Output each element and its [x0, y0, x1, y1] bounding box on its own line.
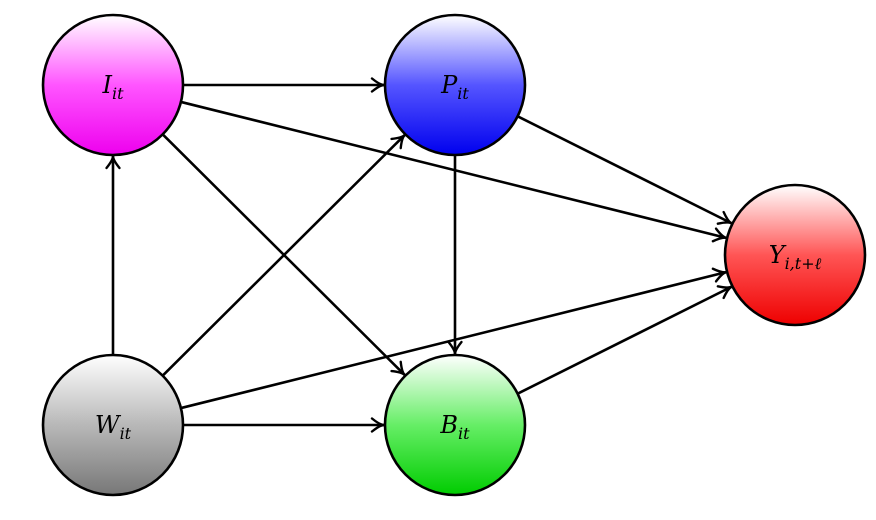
node-y: Yi,t+ℓ: [723, 183, 867, 327]
node-label-subscript: it: [112, 84, 124, 103]
node-circle: [41, 13, 185, 157]
node-w: Wit: [41, 353, 185, 497]
node-label-main: B: [439, 411, 458, 439]
edges-layer: [105, 77, 733, 433]
node-label-subscript: it: [458, 424, 470, 443]
node-label-subscript: it: [120, 424, 132, 443]
node-label-main: W: [95, 411, 122, 439]
node-label: Iit: [101, 71, 124, 103]
node-label: Wit: [95, 411, 132, 443]
node-label-subscript: i,t+ℓ: [785, 254, 822, 273]
node-label-subscript: it: [457, 84, 469, 103]
edge-i-to-p: [181, 77, 386, 93]
node-label: Yi,t+ℓ: [769, 241, 822, 273]
node-circle: [383, 353, 527, 497]
node-i: Iit: [41, 13, 185, 157]
node-label-main: I: [101, 71, 112, 99]
edge-p-to-y: [516, 115, 733, 225]
node-label: Bit: [439, 411, 470, 443]
node-label-main: Y: [769, 241, 787, 269]
node-label: Pit: [440, 71, 469, 103]
edge-w-to-i: [105, 154, 121, 357]
edge-b-to-y: [516, 285, 733, 395]
node-circle: [41, 353, 185, 497]
node-label-main: P: [440, 71, 458, 99]
edge-w-to-b: [181, 417, 386, 433]
node-p: Pit: [383, 13, 527, 157]
node-circle: [383, 13, 527, 157]
edge-p-to-b: [447, 153, 463, 356]
node-circle: [723, 183, 867, 327]
node-b: Bit: [383, 353, 527, 497]
